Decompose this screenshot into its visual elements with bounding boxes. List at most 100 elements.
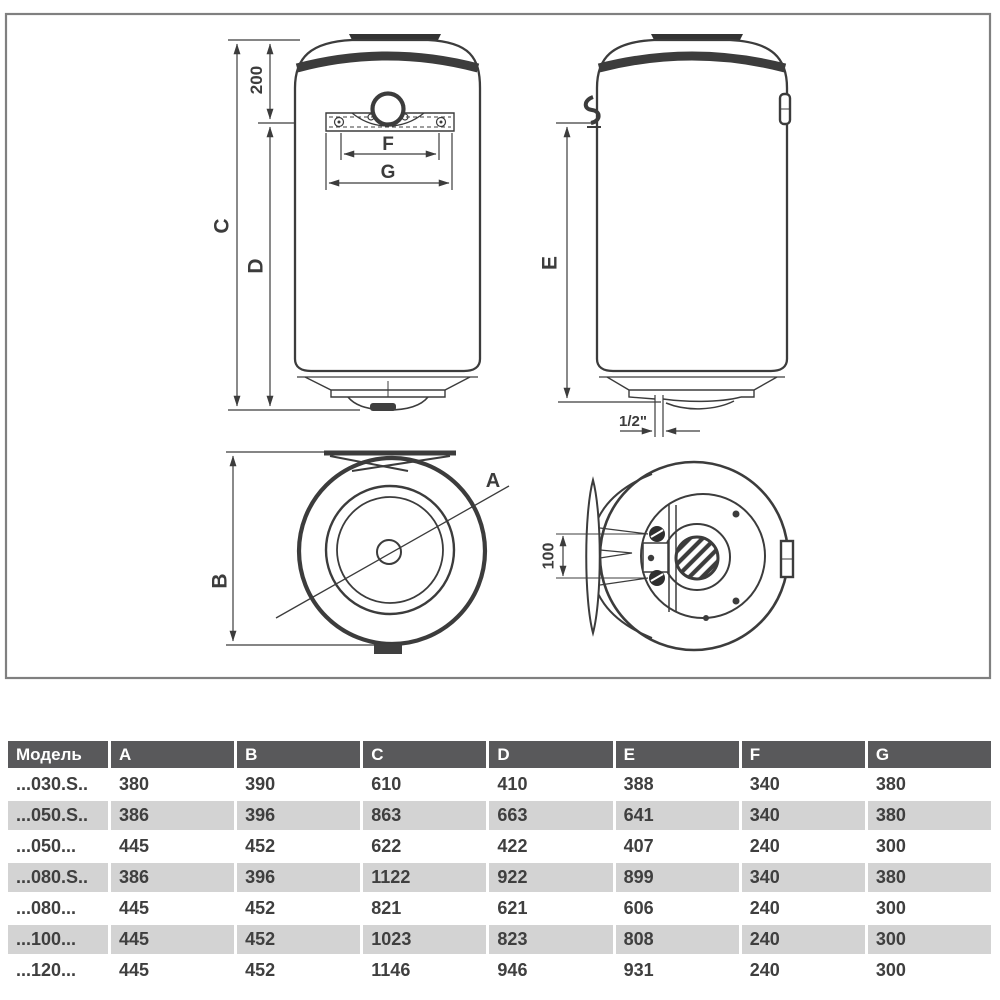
- dim-f-label: F: [382, 134, 394, 155]
- table-row: ...080... 445 452 821 621 606 240 300: [8, 894, 991, 923]
- table-cell: 386: [111, 863, 235, 892]
- side-view-tank: [583, 34, 792, 410]
- table-cell-model: ...050...: [8, 832, 108, 861]
- table-cell: 386: [111, 801, 235, 830]
- table-cell: 863: [363, 801, 487, 830]
- table-header-cell-model: Модель: [8, 741, 108, 768]
- table-header-cell-e: E: [615, 741, 739, 768]
- table-cell-model: ...100...: [8, 925, 108, 954]
- table-cell: 452: [237, 894, 361, 923]
- dim-b-label: B: [208, 573, 231, 588]
- front-view-tank: [293, 34, 482, 411]
- table-cell: 300: [867, 832, 991, 861]
- table-cell: 396: [237, 863, 361, 892]
- diameter-a-line: [275, 485, 510, 619]
- front-view: C 200 D F G: [210, 34, 482, 411]
- table-row: ...080.S.. 386 396 1122 922 899 340 380: [8, 863, 991, 892]
- top-cap-bar: [651, 34, 743, 40]
- table-cell: 240: [741, 894, 865, 923]
- front-view-fg-dims: [325, 133, 453, 190]
- table-cell: 240: [741, 925, 865, 954]
- table-cell: 300: [867, 925, 991, 954]
- table-cell: 922: [489, 863, 613, 892]
- top-view-tank-circles: [296, 455, 488, 647]
- top-dark-band: [597, 51, 787, 73]
- table-cell-model: ...080...: [8, 894, 108, 923]
- table-cell: 240: [741, 832, 865, 861]
- table-cell: 452: [237, 832, 361, 861]
- table-cell: 1023: [363, 925, 487, 954]
- dim-d-label: D: [244, 258, 267, 273]
- table-cell-model: ...030.S..: [8, 770, 108, 799]
- top-cap-bar: [349, 34, 441, 40]
- table-header-cell-b: B: [237, 741, 361, 768]
- bottom-view-bracket: [585, 476, 795, 637]
- table-cell: 388: [615, 770, 739, 799]
- dim-100-label: 100: [541, 543, 558, 570]
- table-cell: 380: [867, 801, 991, 830]
- dim-g-label: G: [381, 162, 396, 183]
- table-cell: 407: [615, 832, 739, 861]
- table-cell: 621: [489, 894, 613, 923]
- front-view-dimension-lines: [228, 39, 360, 411]
- table-cell: 340: [741, 770, 865, 799]
- table-cell: 452: [237, 925, 361, 954]
- table-row: ...120... 445 452 1146 946 931 240 300: [8, 956, 991, 985]
- table-cell: 445: [111, 956, 235, 985]
- table-cell: 380: [111, 770, 235, 799]
- table-header-cell-c: C: [363, 741, 487, 768]
- dim-a-label: A: [486, 470, 500, 492]
- dim-half-inch-label: 1/2": [619, 413, 647, 430]
- drawing-frame: [4, 12, 992, 680]
- technical-drawing: C 200 D F G: [4, 12, 992, 680]
- drawing-panel: C 200 D F G: [4, 12, 992, 680]
- table-cell: 422: [489, 832, 613, 861]
- top-dark-band: [295, 51, 480, 73]
- table-cell: 445: [111, 832, 235, 861]
- table-cell: 340: [741, 801, 865, 830]
- table-cell: 445: [111, 925, 235, 954]
- top-view-pipe-nub: [374, 644, 402, 654]
- top-view-bracket: [324, 450, 456, 472]
- front-view-bracket: [325, 91, 455, 132]
- table-cell: 641: [615, 801, 739, 830]
- table-cell-model: ...050.S..: [8, 801, 108, 830]
- table-row: ...100... 445 452 1023 823 808 240 300: [8, 925, 991, 954]
- table-header-row: Модель A B C D E F G: [8, 741, 991, 768]
- top-view-dimension-lines: [226, 451, 394, 646]
- table-cell: 410: [489, 770, 613, 799]
- table-cell: 240: [741, 956, 865, 985]
- table-cell: 899: [615, 863, 739, 892]
- table-cell: 931: [615, 956, 739, 985]
- dim-200-label: 200: [247, 66, 266, 94]
- bottom-outlet-nub: [370, 403, 396, 411]
- table-header-cell-a: A: [111, 741, 235, 768]
- table-cell: 300: [867, 956, 991, 985]
- side-view-pipe-dim: [620, 395, 700, 437]
- spec-table: Модель A B C D E F G ...030.S.. 380 390 …: [8, 741, 991, 987]
- table-cell: 1146: [363, 956, 487, 985]
- bottom-view-circles: [588, 460, 790, 652]
- table-cell: 663: [489, 801, 613, 830]
- table-cell: 340: [741, 863, 865, 892]
- table-header-cell-d: D: [489, 741, 613, 768]
- dim-e-label: E: [538, 256, 561, 270]
- wall-hook: [583, 95, 601, 125]
- table-cell: 300: [867, 894, 991, 923]
- table-header-cell-g: G: [867, 741, 991, 768]
- table-cell: 445: [111, 894, 235, 923]
- top-view: B A: [208, 450, 510, 654]
- table-cell: 622: [363, 832, 487, 861]
- table-cell: 606: [615, 894, 739, 923]
- table-header-cell-f: F: [741, 741, 865, 768]
- bottom-view-100-dim: [556, 533, 646, 579]
- table-cell: 1122: [363, 863, 487, 892]
- table-cell: 390: [237, 770, 361, 799]
- table-cell: 380: [867, 770, 991, 799]
- element-port-circle: [370, 91, 406, 127]
- table-cell-model: ...120...: [8, 956, 108, 985]
- table-cell: 452: [237, 956, 361, 985]
- side-view: E 1/2": [538, 34, 792, 437]
- table-cell: 610: [363, 770, 487, 799]
- table-cell: 821: [363, 894, 487, 923]
